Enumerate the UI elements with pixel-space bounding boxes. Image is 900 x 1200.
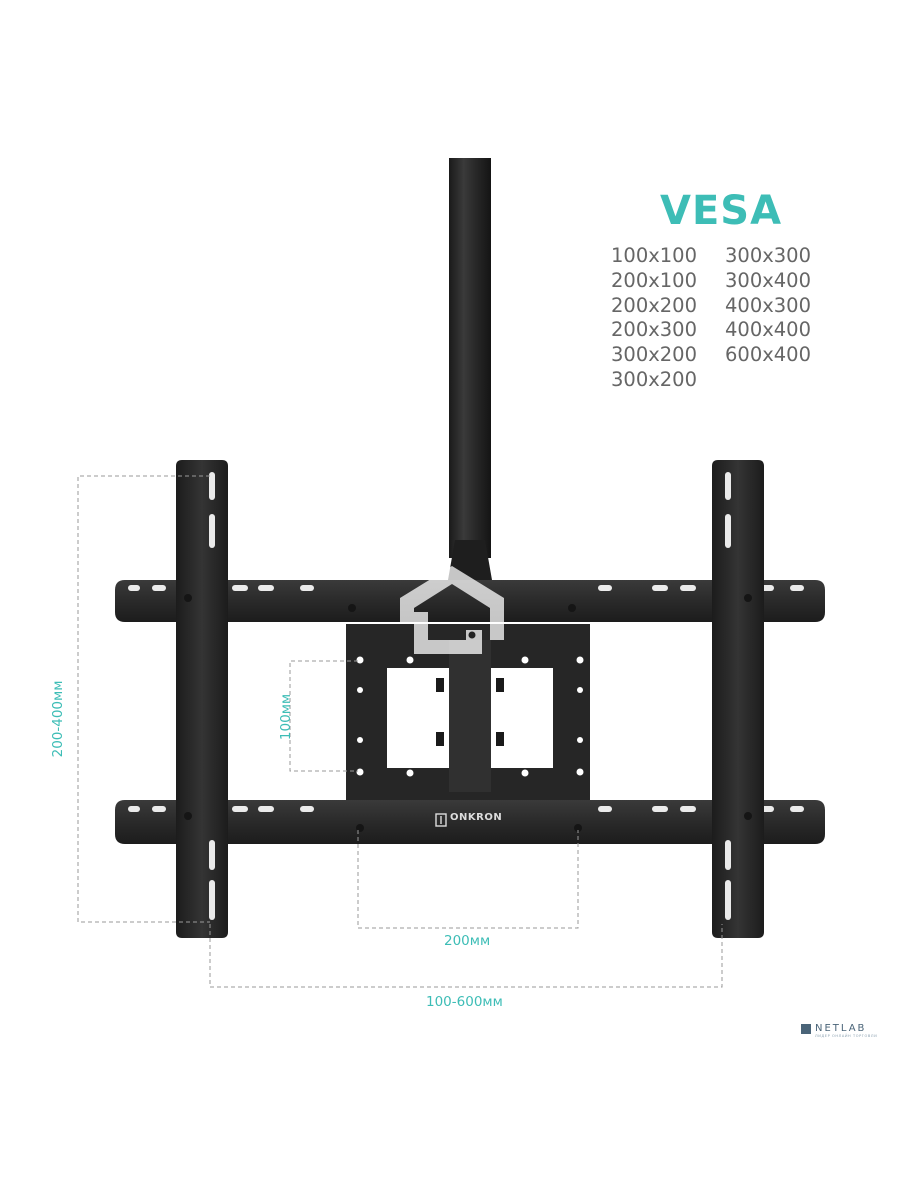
ceiling-pole — [448, 158, 492, 580]
vesa-size: 300x200 — [611, 343, 697, 367]
dimension-label-vertical-range: 200-400мм — [50, 680, 66, 758]
vesa-size: 600x400 — [725, 343, 811, 367]
center-plate — [346, 566, 590, 800]
top-horizontal-bar — [115, 580, 825, 622]
vesa-title: VESA — [660, 188, 783, 234]
dimension-label-inner-height: 100мм — [278, 693, 294, 741]
vesa-size: 400x400 — [725, 318, 811, 342]
vesa-size: 300x400 — [725, 268, 811, 292]
netlab-logo-icon — [801, 1024, 811, 1034]
bottom-horizontal-bar — [115, 800, 825, 844]
onkron-logo-icon — [435, 813, 447, 827]
vesa-size: 300x200 — [611, 367, 697, 391]
bottom-bar-slots — [128, 806, 804, 812]
top-bar-slots — [128, 585, 804, 591]
vesa-size: 300x300 — [725, 244, 811, 267]
netlab-tagline: ЛИДЕР ОНЛАЙН ТОРГОВЛИ — [815, 1034, 878, 1038]
left-vertical-rail — [176, 460, 228, 938]
brand-label: ONKRON — [450, 812, 503, 823]
dimension-guides — [77, 475, 723, 988]
vesa-size: 200x100 — [611, 268, 697, 292]
dimension-label-horizontal-range: 100-600мм — [426, 994, 503, 1010]
dimension-label-inner-width: 200мм — [444, 933, 491, 949]
right-vertical-rail — [712, 460, 764, 938]
vesa-size: 200x200 — [611, 293, 697, 317]
vesa-size: 400x300 — [725, 293, 811, 317]
vesa-size: 100x100 — [611, 244, 697, 267]
netlab-name: NETLAB — [815, 1023, 867, 1034]
netlab-watermark: NETLAB ЛИДЕР ОНЛАЙН ТОРГОВЛИ — [801, 1024, 877, 1039]
vesa-list-left: 100x100 200x100 200x200 200x300 300x200 … — [611, 244, 697, 393]
vesa-size: 200x300 — [611, 318, 697, 342]
vesa-list-right: 300x300 300x400 400x300 400x400 600x400 — [725, 244, 811, 368]
